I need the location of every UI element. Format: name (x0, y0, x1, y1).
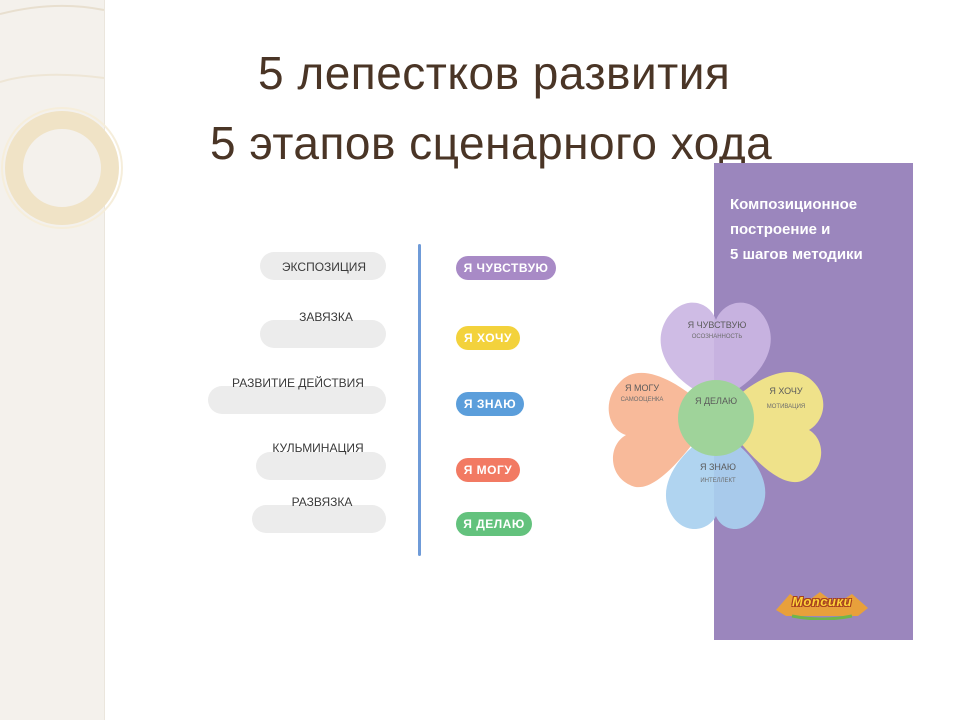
petal-pill-want: Я ХОЧУ (456, 326, 520, 350)
flower-center-title: Я ДЕЛАЮ (694, 396, 738, 406)
panel-text-line-2: построение и (730, 221, 831, 238)
stage-pill-climax (256, 452, 386, 480)
petal-pill-can: Я МОГУ (456, 458, 520, 482)
petal-bottom (665, 430, 766, 529)
flower-top-title: Я ЧУВСТВУЮ (687, 320, 747, 330)
petal-top (660, 302, 771, 400)
flower-right-title: Я ХОЧУ (769, 386, 803, 396)
flower-bottom-title: Я ЗНАЮ (699, 462, 737, 472)
stage-pill-setup (260, 320, 386, 348)
stage-label-climax: КУЛЬМИНАЦИЯ (272, 441, 364, 455)
flower-top-subtitle: ОСОЗНАННОСТЬ (691, 334, 743, 340)
flower-left-subtitle: САМООЦЕНКА (620, 397, 664, 403)
page-title-line-1: 5 лепестков развития (258, 47, 731, 99)
flower-bottom-subtitle: ИНТЕЛЛЕКТ (700, 478, 736, 484)
stage-pill-rising-action (208, 386, 386, 414)
stage-pill-exposition (260, 252, 386, 280)
petal-pill-do: Я ДЕЛАЮ (456, 512, 532, 536)
stage-pill-resolution (252, 505, 386, 533)
stage-label-exposition: ЭКСПОЗИЦИЯ (281, 260, 367, 274)
timeline-divider (418, 244, 421, 556)
page-title-line-2: 5 этапов сценарного хода (210, 117, 773, 169)
stage-label-resolution: РАЗВЯЗКА (291, 495, 353, 509)
panel-text-line-3: 5 шагов методики (730, 246, 863, 263)
stage-label-rising-action: РАЗВИТИЕ ДЕЙСТВИЯ (232, 376, 364, 390)
flower-left-title: Я МОГУ (624, 383, 660, 393)
brand-logo (776, 592, 868, 620)
petal-pill-know: Я ЗНАЮ (456, 392, 524, 416)
decorative-rings (0, 4, 123, 229)
flower-diagram (608, 302, 824, 529)
panel-text-line-1: Композиционное (730, 196, 858, 213)
stage-label-setup: ЗАВЯЗКА (299, 310, 353, 324)
flower-right-subtitle: МОТИВАЦИЯ (766, 404, 806, 410)
brand-logo-text: Monсики (792, 594, 852, 609)
petal-pill-feel: Я ЧУВСТВУЮ (456, 256, 556, 280)
flower-center (678, 380, 754, 456)
